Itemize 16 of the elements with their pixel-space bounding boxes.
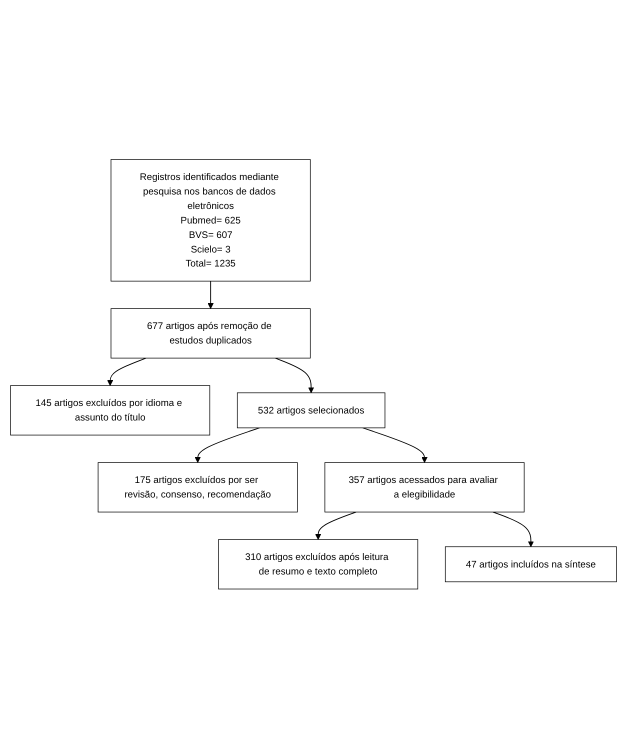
arrow — [274, 357, 314, 393]
node-box — [98, 462, 298, 512]
arrow — [107, 357, 146, 386]
node-box — [236, 392, 386, 428]
node-box — [110, 308, 311, 358]
node-box — [218, 538, 418, 590]
arrow — [362, 427, 428, 463]
arrow — [194, 427, 260, 463]
node-box — [110, 158, 311, 282]
node-box — [10, 384, 210, 436]
arrow — [492, 511, 534, 547]
arrow — [208, 280, 214, 309]
flowchart: Registros identificados mediante pesquisa nos bancos de dados eletrônicos Pubmed= 625 BVS= 607 Scielo= 3 Total= 1235 677 artigos após remoção de estudos duplicados 145 artigos excluídos por idioma e assunto do título 532 artigos selecionados 175 artigos excluídos por ser revisão, consenso, recomendação 357 artigos acessados para avaliar a elegibilidade 310 artigos excluídos após leitura de resumo e texto completo 47 artigos incluídos na síntese — [5, 154, 622, 594]
node-box — [324, 462, 525, 512]
arrow — [315, 511, 357, 540]
node-box — [444, 546, 617, 582]
